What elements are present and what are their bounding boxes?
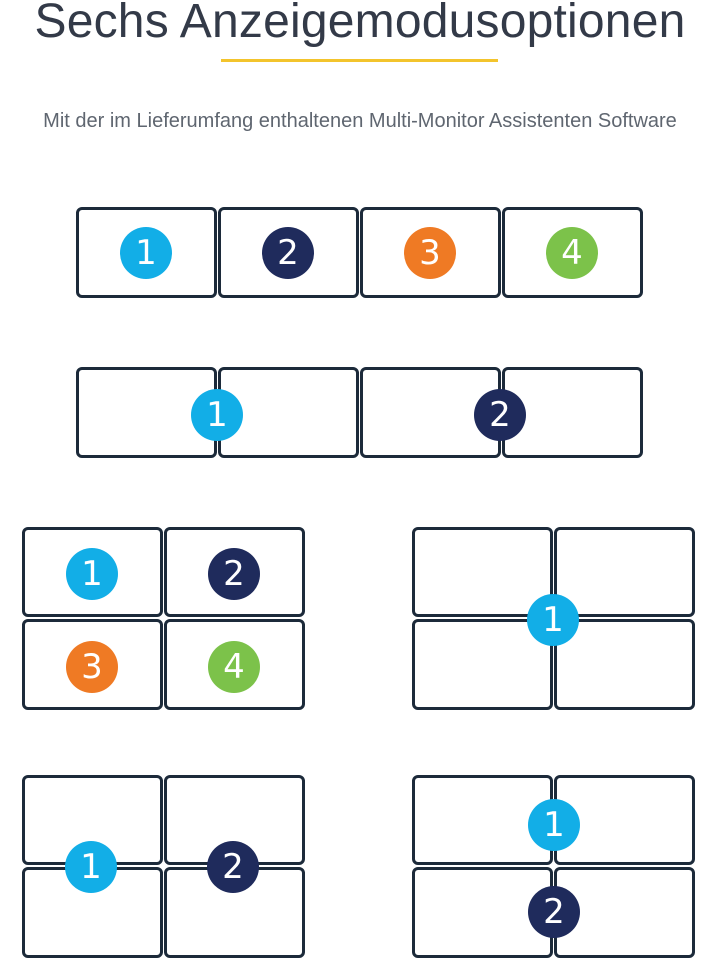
- display-badge-2: 2: [262, 227, 314, 279]
- display-badge-1: 1: [528, 799, 580, 851]
- display-badge-1: 1: [527, 594, 579, 646]
- monitor: [412, 619, 553, 710]
- monitor: [76, 207, 217, 298]
- display-badge-4: 4: [208, 641, 260, 693]
- page-title: Sechs Anzeigemodusoptionen: [34, 0, 686, 48]
- display-badge-1: 1: [191, 389, 243, 441]
- display-badge-1: 1: [120, 227, 172, 279]
- title-underline: [221, 59, 498, 62]
- display-badge-2: 2: [474, 389, 526, 441]
- monitor: [554, 619, 695, 710]
- display-badge-1: 1: [65, 841, 117, 893]
- display-badge-1: 1: [66, 548, 118, 600]
- page-subtitle: Mit der im Lieferumfang enthaltenen Mult…: [43, 110, 677, 132]
- monitor: [554, 527, 695, 617]
- display-badge-2: 2: [528, 886, 580, 938]
- display-badge-4: 4: [546, 227, 598, 279]
- monitor: [412, 527, 553, 617]
- display-badge-3: 3: [404, 227, 456, 279]
- display-badge-2: 2: [208, 548, 260, 600]
- display-badge-3: 3: [66, 641, 118, 693]
- display-badge-2: 2: [207, 841, 259, 893]
